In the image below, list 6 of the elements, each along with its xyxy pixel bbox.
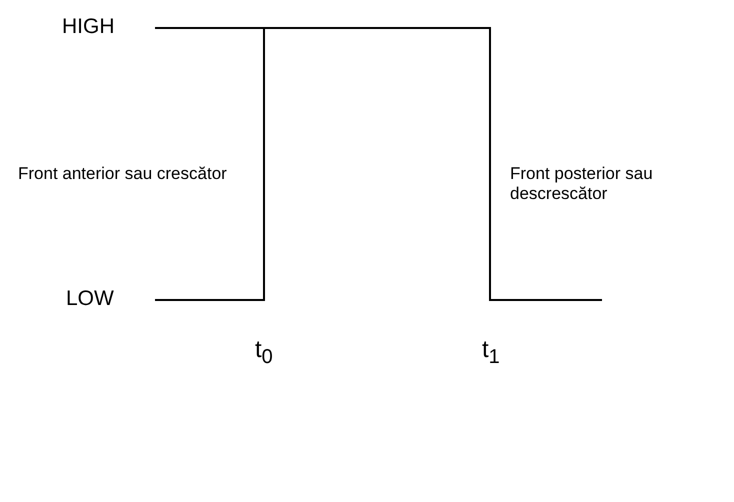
level-label: HIGH (62, 14, 114, 40)
level-label: LOW (66, 286, 114, 312)
time-label: t$_{0}$ (255, 336, 273, 369)
edge-description: Front posterior sau descrescător (510, 164, 654, 205)
edge-description: Front anterior sau crescător (18, 164, 227, 184)
time-label: t$_{1}$ (482, 336, 500, 369)
